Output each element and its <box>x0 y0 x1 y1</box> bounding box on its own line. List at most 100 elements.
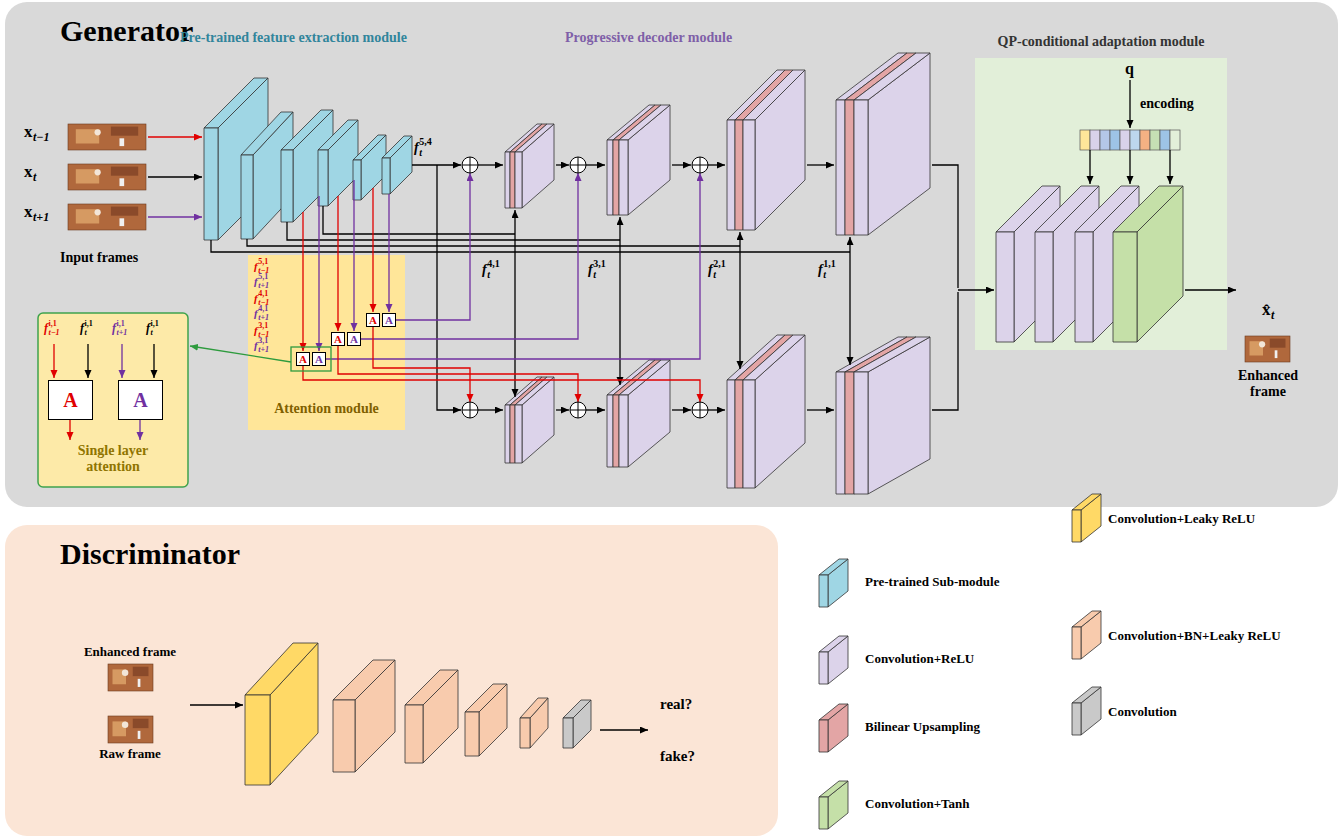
decoder-block <box>505 377 554 463</box>
decoder-slab-top <box>854 337 930 372</box>
wire <box>807 164 834 165</box>
attention-box-large-text: A <box>63 390 77 410</box>
sum-plus <box>470 157 471 173</box>
frame-player <box>119 138 124 146</box>
sum-plus <box>578 157 579 173</box>
pretrained-block-top <box>318 120 358 150</box>
math-superscript: 5,1 <box>258 257 268 266</box>
sum-node <box>462 402 478 418</box>
math-superscript: 4,1 <box>258 304 268 313</box>
attention-box-text: A <box>299 354 307 365</box>
wire <box>372 188 373 312</box>
math-symbol: f <box>414 140 419 156</box>
encoding-cell <box>1090 130 1100 150</box>
pretrained-block-front <box>241 155 253 239</box>
wire <box>338 346 578 402</box>
discriminator-panel: Discriminator <box>5 525 778 836</box>
wire <box>121 344 122 378</box>
math-symbol: f <box>146 322 150 336</box>
decoder-slab-front <box>854 100 868 235</box>
wire <box>849 237 850 252</box>
decoder-slab-top <box>515 377 554 405</box>
math-superscript: 3,1 <box>258 321 268 330</box>
wire <box>323 206 515 234</box>
output-text: real? <box>660 696 692 713</box>
frame-ground <box>108 716 153 743</box>
sum-plus <box>578 402 579 418</box>
frame-ball <box>95 169 101 175</box>
legend-text: Convolution <box>1108 705 1177 720</box>
caption-text: encoding <box>1140 96 1194 112</box>
wire <box>478 409 503 410</box>
encoding-cell <box>1100 130 1110 150</box>
legend-swatch <box>1068 607 1113 663</box>
legend-text: Convolution+ReLU <box>865 652 974 667</box>
math-subscript: t <box>33 171 36 185</box>
decoder-slab-front <box>735 120 743 230</box>
caption-text: Enhanced frame <box>75 645 185 660</box>
video-frame <box>68 204 146 230</box>
wire <box>148 216 202 217</box>
math-symbol: f <box>482 262 487 278</box>
wire <box>849 252 850 365</box>
legend-block-top <box>1072 687 1101 703</box>
decoder-slab-front <box>515 405 522 463</box>
wire <box>53 344 54 378</box>
decoder-slab-front <box>515 152 522 208</box>
math-subscript: t <box>487 269 490 281</box>
attention-box: A <box>312 352 326 366</box>
wire <box>1185 289 1236 290</box>
sum-node <box>462 157 478 173</box>
frame-ball <box>1259 341 1265 347</box>
attention-box-text: A <box>369 315 377 326</box>
sum-node <box>692 402 708 418</box>
encoding-cell <box>1110 130 1120 150</box>
math-subscript: t <box>419 147 422 159</box>
decoder-slab-top <box>619 360 670 395</box>
math-symbol: x̂ <box>1262 300 1271 320</box>
sum-circle <box>570 402 586 418</box>
math-superscript: 4,1 <box>487 258 500 270</box>
legend-swatch <box>815 632 860 688</box>
pretrained-block-front <box>204 128 218 240</box>
video-frame <box>108 716 153 743</box>
decoder-slab-front <box>613 140 619 215</box>
legend-block-top <box>1072 611 1101 627</box>
math-symbol: x <box>24 202 33 222</box>
decoder-slab-front <box>510 152 515 208</box>
wire <box>437 165 461 410</box>
decoder-block <box>727 70 805 230</box>
legend-block-top <box>819 559 848 575</box>
caption-text: Raw frame <box>75 747 185 762</box>
frame-player <box>119 178 124 186</box>
generator-panel-text: Generator <box>60 14 193 49</box>
wire <box>672 409 691 410</box>
disc-conv-block-front <box>563 718 573 748</box>
legend-block-front <box>819 652 828 684</box>
sum-circle <box>692 402 708 418</box>
frame-player <box>138 731 141 739</box>
legend-swatch <box>815 700 860 756</box>
wire <box>586 409 605 410</box>
frame-ground <box>68 204 146 230</box>
legend-block-front <box>819 720 828 752</box>
decoder-slab-top <box>743 335 805 380</box>
attention-box: A <box>366 313 380 327</box>
wire <box>600 729 648 730</box>
wire <box>287 222 620 240</box>
encoding-cell <box>1120 130 1130 150</box>
video-frame <box>68 164 146 190</box>
decoder-slab-top <box>515 124 554 152</box>
wire <box>396 173 470 320</box>
math-symbol: x <box>24 122 33 142</box>
attention-box-large-text: A <box>133 390 147 410</box>
sum-plus <box>700 157 701 173</box>
math-symbol: f <box>254 275 258 288</box>
attention-box-text: A <box>350 334 358 345</box>
math-superscript: 2,1 <box>713 258 726 270</box>
math-symbol: f <box>708 262 713 278</box>
wire <box>153 344 154 378</box>
wire <box>353 180 354 331</box>
attention-box-large: A <box>48 380 93 420</box>
